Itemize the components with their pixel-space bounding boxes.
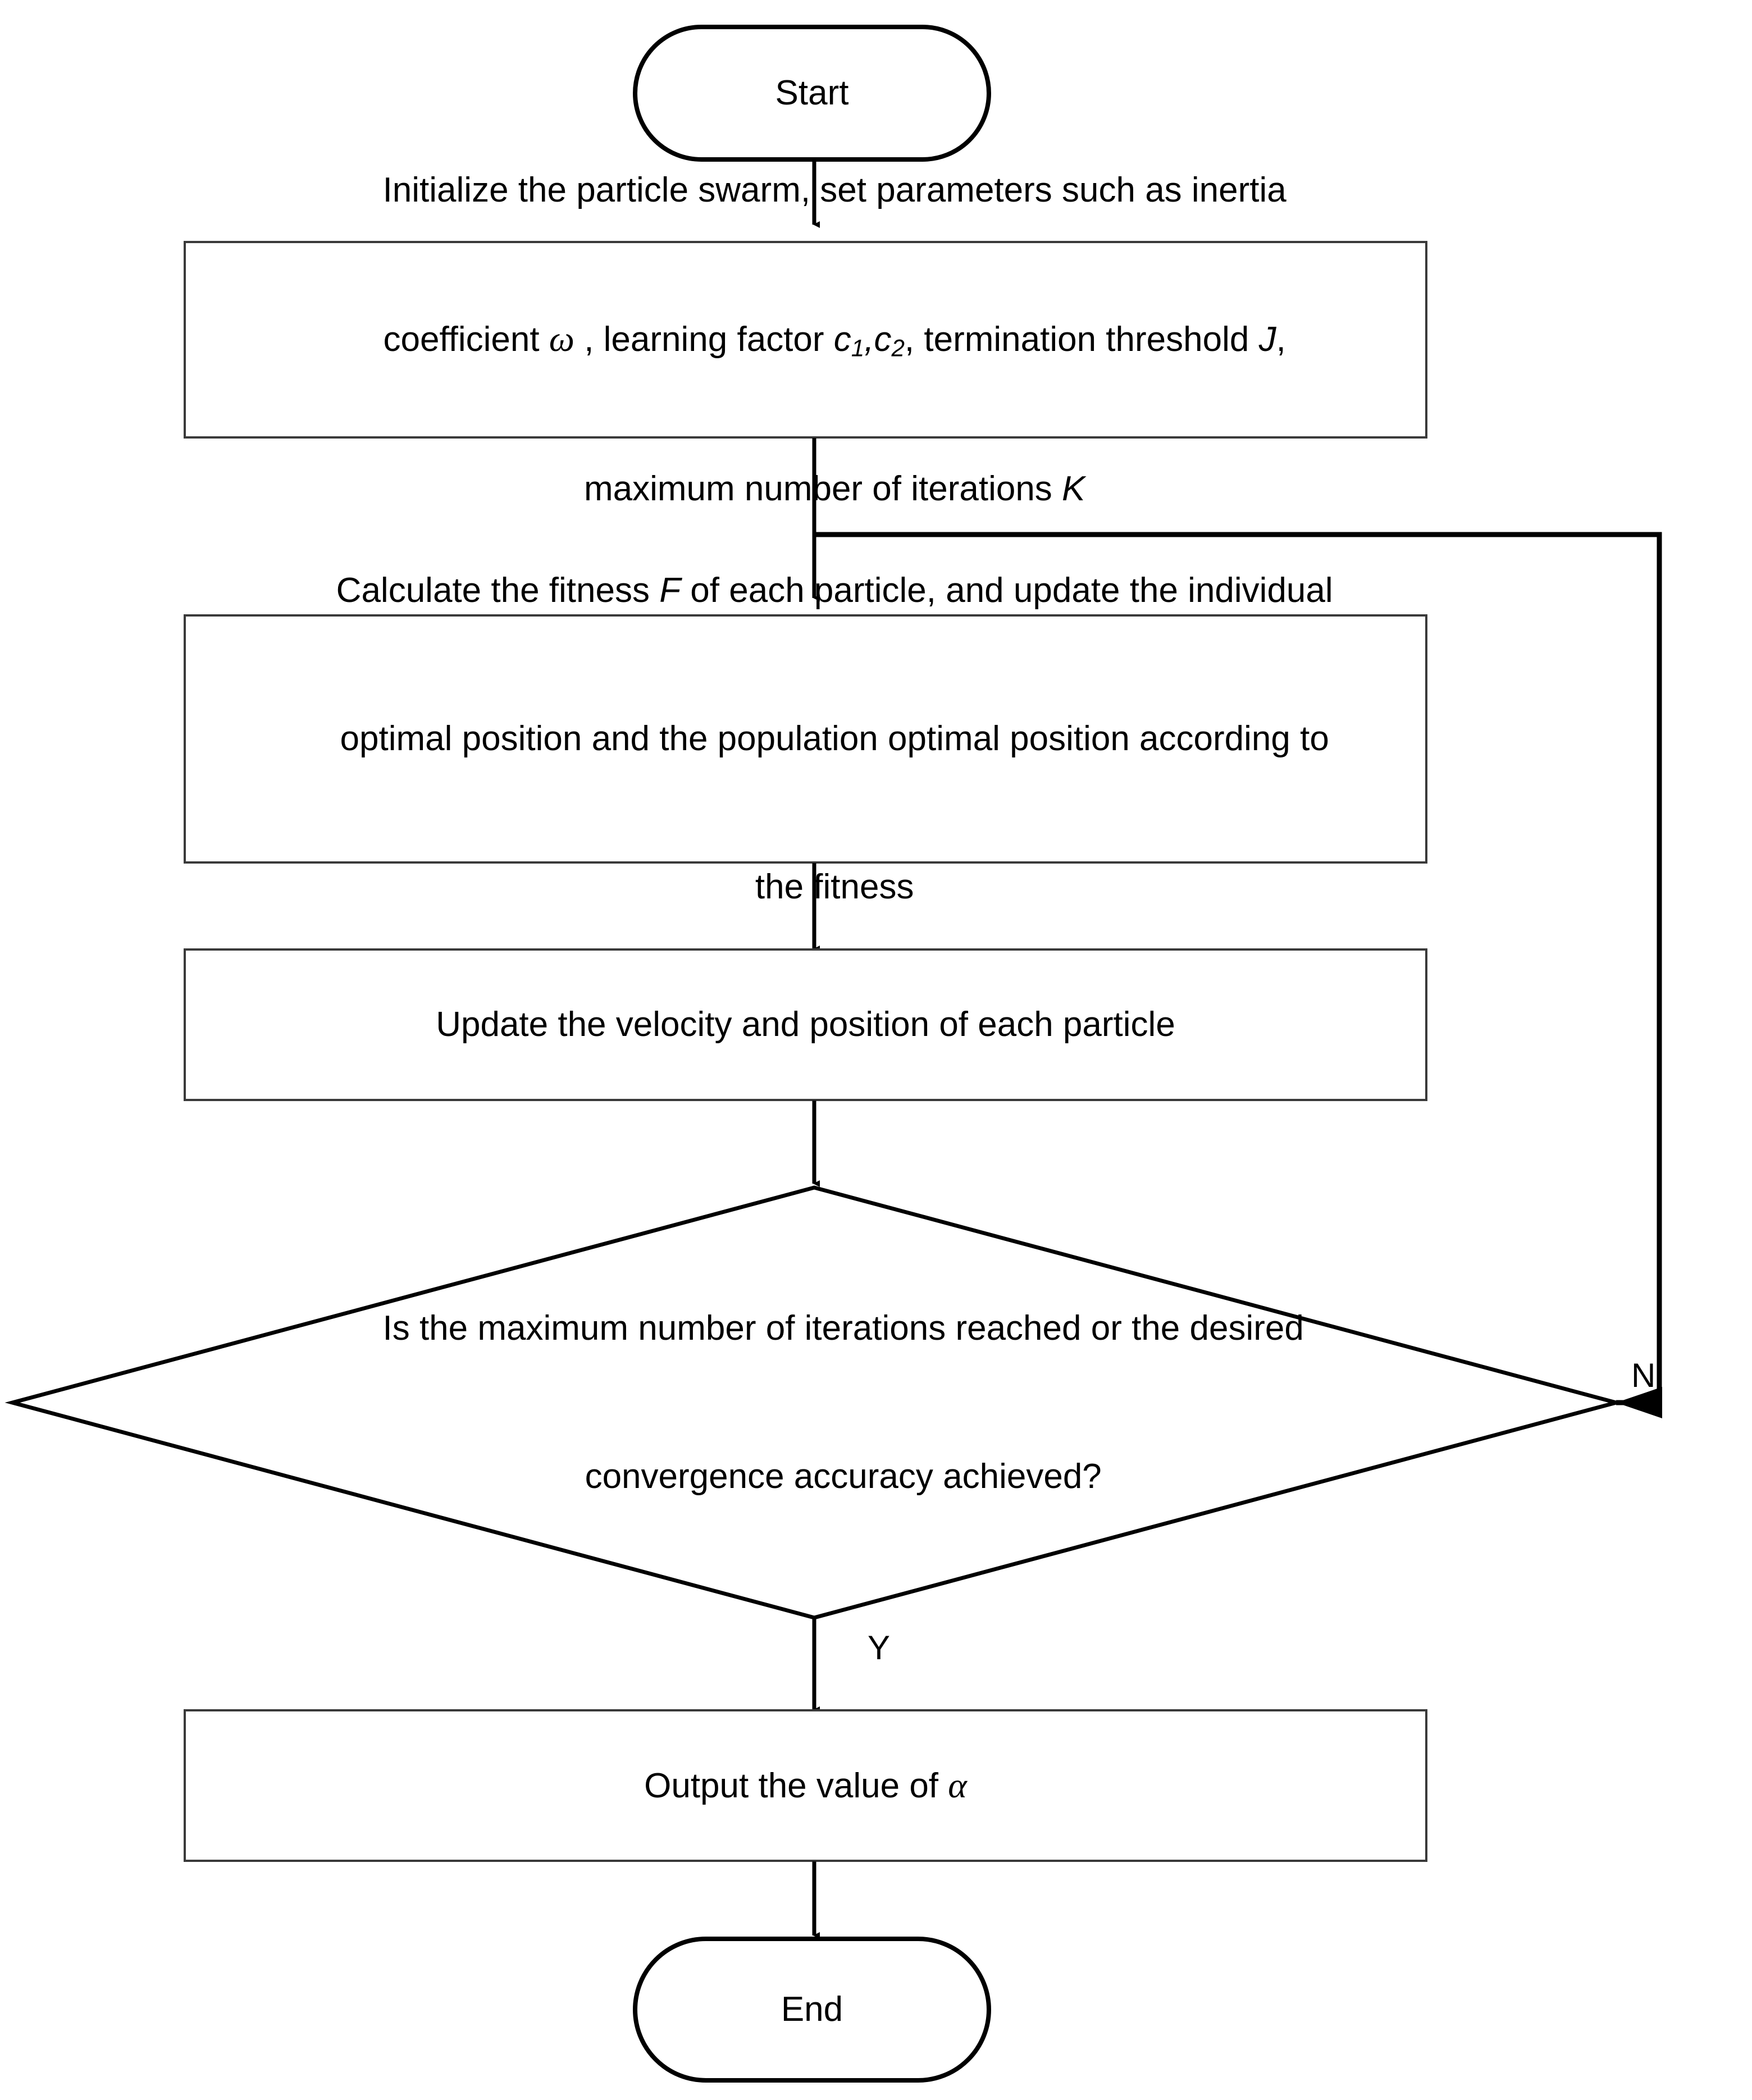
fitness-line-2: optimal position and the population opti… (340, 719, 1329, 758)
start-node-label: Start (635, 27, 989, 159)
output-node-shape[interactable] (184, 1709, 1427, 1862)
threshold-symbol: J (1258, 320, 1276, 359)
init-line-3: maximum number of iterations K (583, 469, 1085, 508)
fitness-line-3: the fitness (755, 868, 914, 907)
feedback-arrowhead (1616, 1387, 1662, 1418)
init-line-1: Initialize the particle swarm, set param… (382, 171, 1286, 210)
decision-line-2: convergence accuracy achieved? (585, 1457, 1102, 1496)
iterations-symbol: K (1062, 469, 1085, 508)
decision-line-1: Is the maximum number of iterations reac… (382, 1308, 1304, 1348)
end-node-shape[interactable] (633, 1937, 991, 2083)
update-node-shape[interactable] (184, 948, 1427, 1101)
alpha-symbol: α (948, 1765, 967, 1805)
init-node-shape[interactable] (184, 241, 1427, 439)
output-text-run: Output the value of α (644, 1765, 967, 1805)
omega-symbol: ω (549, 319, 574, 359)
branch-label-no: N (1631, 1357, 1656, 1394)
update-node-label: Update the velocity and position of each… (436, 1005, 1175, 1044)
start-node-shape[interactable] (633, 25, 991, 162)
init-line-2: coefficient ω , learning factor c1,c2, t… (383, 319, 1286, 362)
fitness-symbol: F (659, 570, 681, 610)
output-node-label: Output the value of α (196, 1710, 1415, 1861)
branch-label-yes: Y (868, 1629, 891, 1667)
fitness-node-label: Calculate the fitness F of each particle… (196, 571, 1415, 906)
end-node-label: End (635, 1939, 989, 2080)
decision-node-label: Is the maximum number of iterations reac… (225, 1308, 1404, 1497)
fitness-node-shape[interactable] (184, 614, 1427, 864)
init-node-label: Initialize the particle swarm, set param… (196, 171, 1415, 508)
fitness-line-1: Calculate the fitness F of each particle… (336, 570, 1333, 610)
start-label-text: Start (775, 73, 849, 112)
end-label-text: End (781, 1989, 843, 2029)
